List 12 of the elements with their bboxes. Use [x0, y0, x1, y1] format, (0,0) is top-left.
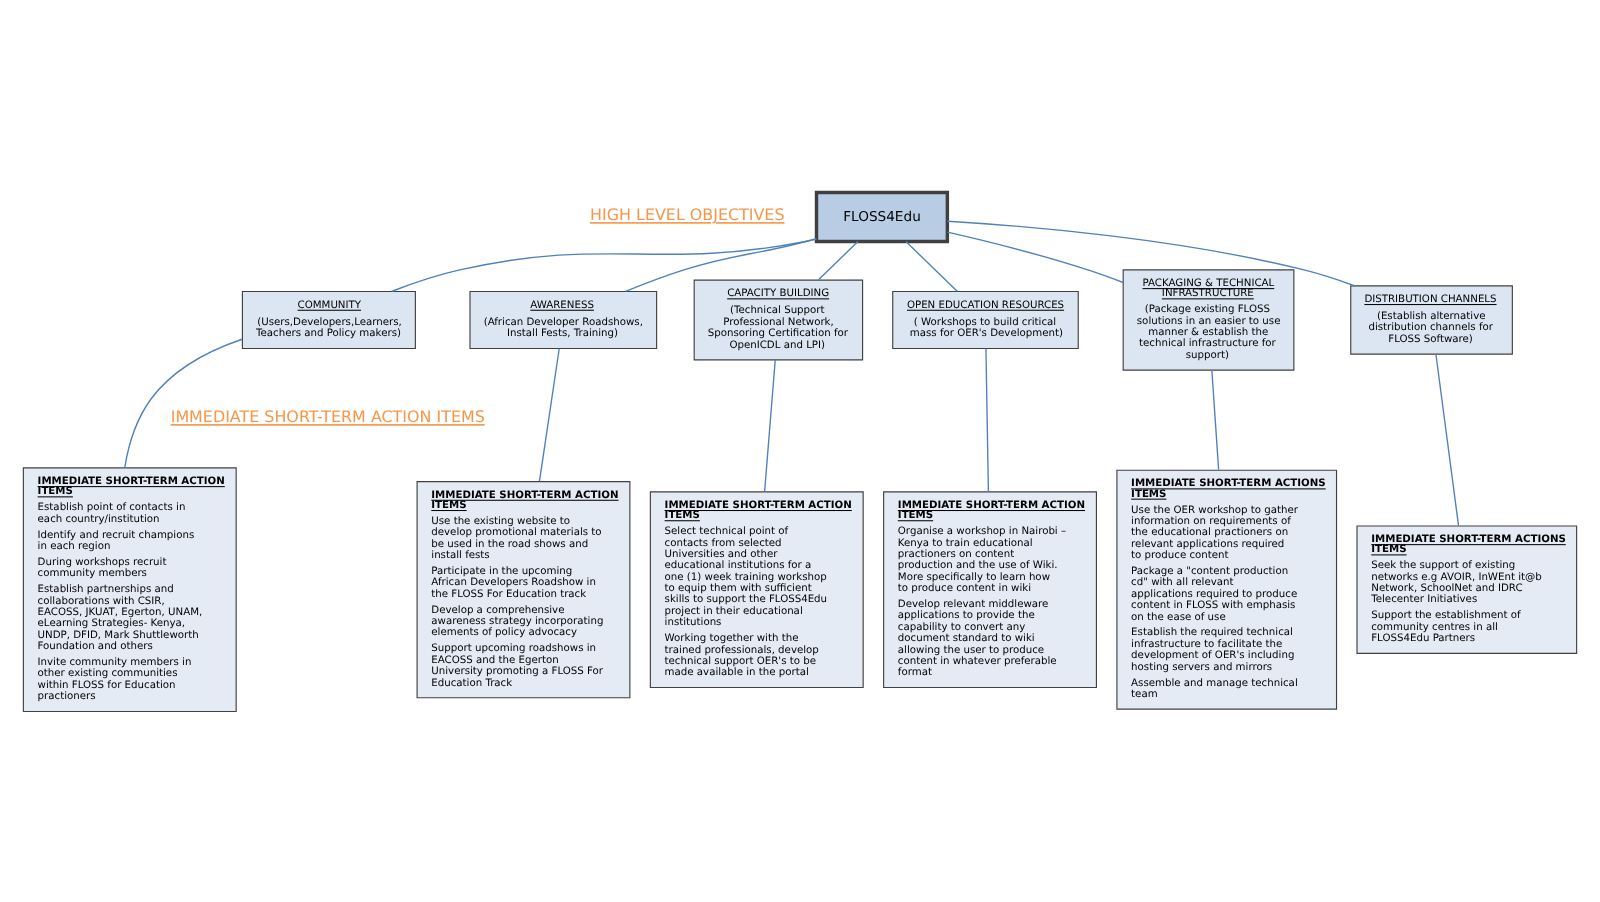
connector	[946, 219, 1356, 286]
connector	[538, 347, 560, 482]
connector	[763, 358, 776, 492]
connector	[390, 237, 818, 292]
connector	[1435, 352, 1460, 526]
connector	[817, 239, 859, 280]
connector	[124, 337, 243, 468]
connector	[624, 236, 817, 292]
connector	[1211, 368, 1220, 470]
connector	[946, 230, 1124, 283]
connector	[985, 347, 990, 492]
connector	[905, 239, 958, 292]
